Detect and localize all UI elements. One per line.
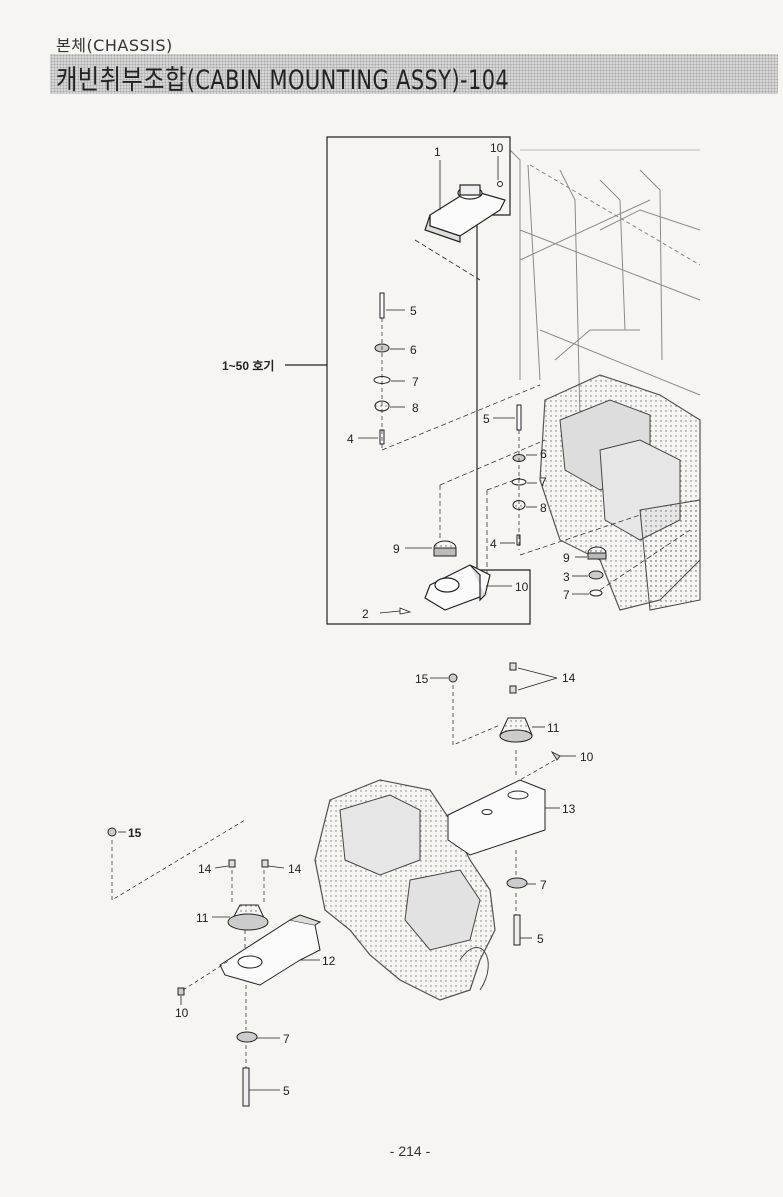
callout-13: 13: [562, 802, 576, 816]
callout-8b: 8: [540, 501, 547, 515]
callout-6a: 6: [410, 343, 417, 357]
page-title: 캐빈취부조합(CABIN MOUNTING ASSY)-104: [56, 65, 510, 96]
lower-right-leaders: [452, 685, 556, 915]
title-bar: [50, 54, 778, 94]
callout-15a: 15: [415, 672, 429, 686]
callout-10d: 10: [175, 1006, 189, 1020]
callout-1: 1: [434, 145, 441, 159]
callout-12: 12: [322, 954, 336, 968]
bracket-2: [424, 564, 491, 611]
callout-4a: 4: [347, 432, 354, 446]
callout-10b: 2: [362, 607, 369, 621]
callout-7c: 7: [563, 588, 570, 602]
callout-9a: 9: [393, 542, 400, 556]
callout-15b: 15: [128, 826, 142, 840]
callout-5d: 5: [283, 1084, 290, 1098]
cabin-frame: [509, 149, 701, 421]
callout-6b: 6: [540, 447, 547, 461]
callout-10c: 10: [580, 750, 594, 764]
callout-7a: 7: [412, 375, 419, 389]
callout-9b: 9: [563, 551, 570, 565]
callout-14b: 14: [198, 862, 212, 876]
callout-7e: 7: [283, 1032, 290, 1046]
callout-5c: 5: [537, 932, 544, 946]
callout-11a: 11: [547, 721, 560, 735]
callout-14c: 14: [288, 862, 302, 876]
transmission-upper: [539, 374, 701, 611]
range-label: 1~50 호기: [222, 358, 274, 373]
mount-9-right: [587, 546, 607, 597]
section-label: 본체(CHASSIS): [56, 36, 173, 55]
callout-4b: 4: [490, 537, 497, 551]
callout-3: 3: [563, 570, 570, 584]
callout-5b: 5: [483, 412, 490, 426]
mount-9-left: [433, 540, 457, 557]
lower-left-stack: [107, 827, 322, 1107]
callout-7d: 7: [540, 878, 547, 892]
upper-leaders: [439, 439, 691, 591]
lower-left-leaders: [111, 819, 265, 1068]
callout-11b: 11: [196, 911, 209, 925]
bracket-1: [424, 184, 506, 243]
page-number: - 214 -: [389, 1143, 431, 1159]
callout-2: 10: [515, 580, 529, 594]
callout-8a: 8: [412, 401, 419, 415]
lower-right-stack: [447, 662, 546, 946]
callout-10a: 10: [490, 141, 504, 155]
callout-14a: 14: [562, 671, 576, 685]
callout-7b: 7: [540, 475, 547, 489]
callout-5a: 5: [410, 304, 417, 318]
